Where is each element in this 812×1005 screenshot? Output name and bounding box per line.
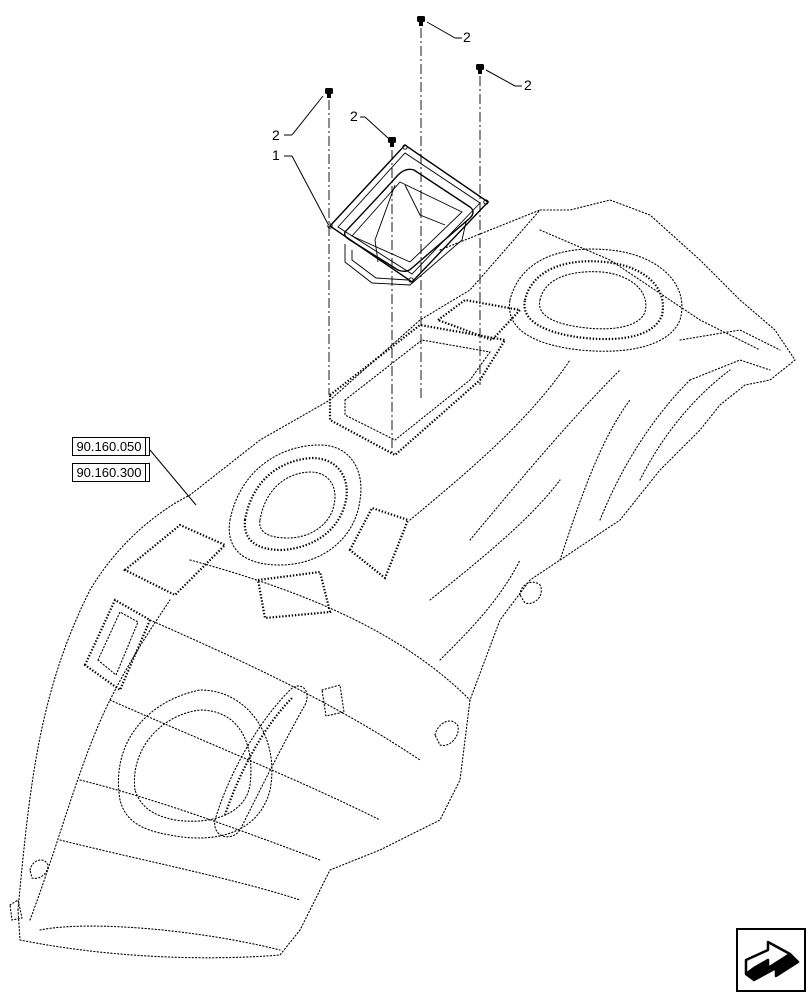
callout-1: 1 (272, 147, 280, 163)
dashboard-panel-outline (9, 199, 796, 959)
screw-3 (325, 88, 333, 98)
callout-2-right: 2 (524, 77, 532, 93)
callout-2-top: 2 (463, 29, 471, 45)
next-page-arrow-icon[interactable] (736, 928, 806, 992)
reference-link-90-160-050[interactable]: 90.160.050 (72, 437, 150, 456)
callout-2-left: 2 (272, 127, 280, 143)
reference-link-90-160-300[interactable]: 90.160.300 (72, 463, 150, 482)
screw-fasteners (325, 16, 484, 147)
storage-tray-part (327, 144, 490, 286)
screw-4 (388, 137, 396, 147)
screw-2 (476, 64, 484, 74)
callout-labels: 2 2 2 2 1 (272, 29, 532, 163)
assembly-centerlines (328, 28, 481, 455)
leader-lines (149, 21, 522, 506)
screw-1 (417, 16, 425, 26)
callout-2-middle: 2 (350, 108, 358, 124)
